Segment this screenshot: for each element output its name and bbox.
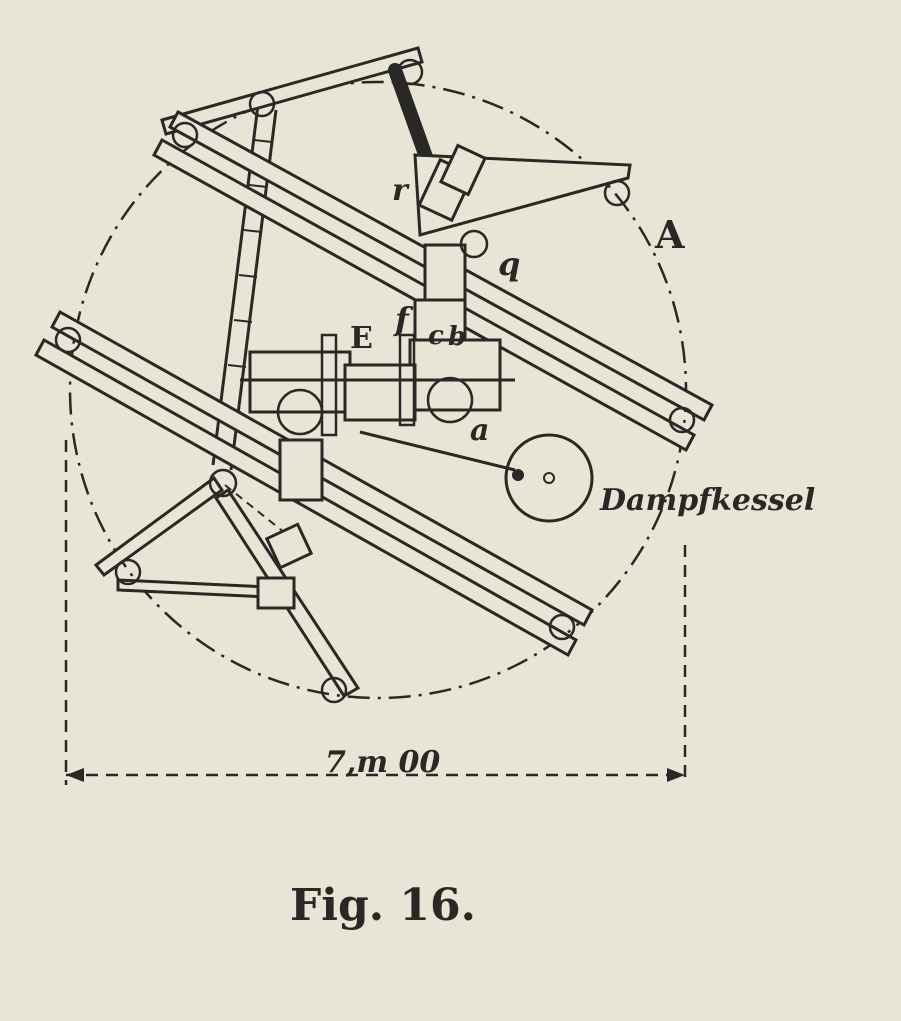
label-E: E — [350, 321, 373, 356]
label-c: c — [428, 321, 444, 351]
dimension-arrow-right — [667, 768, 685, 782]
joints — [54, 58, 696, 704]
label-r: r — [392, 173, 410, 208]
label-a: a — [470, 413, 489, 448]
winch-machinery — [240, 243, 516, 502]
label-dampfkessel: Dampfkessel — [599, 483, 815, 518]
label-q: q — [498, 245, 520, 283]
pulley-block-r — [417, 143, 488, 223]
lower-pulley-blocks — [256, 522, 314, 610]
dimension-arrow-left — [66, 768, 84, 782]
figure-caption: Fig. 16. — [290, 880, 476, 931]
label-A: A — [654, 212, 685, 257]
dimension-label: 7,m 00 — [325, 745, 440, 780]
steam-boiler — [504, 433, 594, 523]
label-f: f — [393, 300, 414, 338]
label-b: b — [448, 322, 466, 352]
